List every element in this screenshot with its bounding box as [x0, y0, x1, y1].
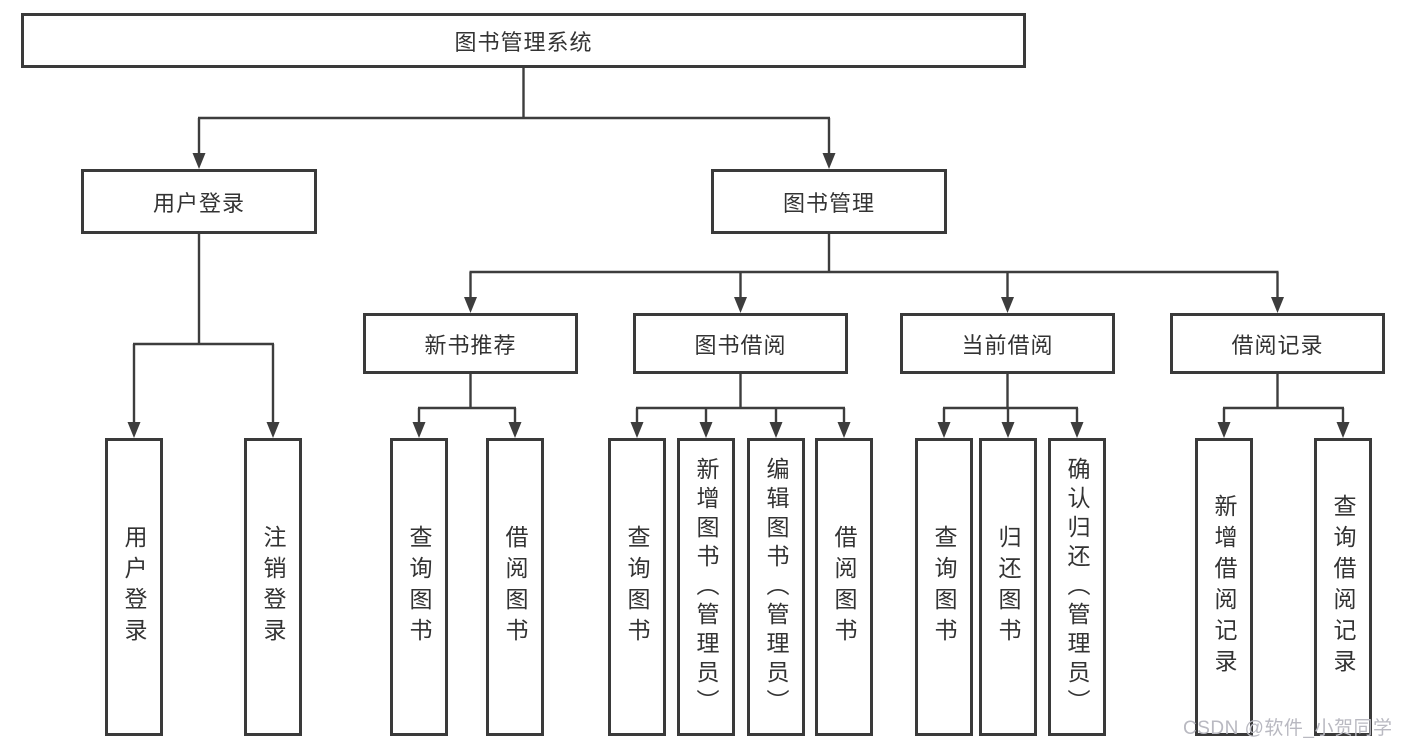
node-library-management-system: 图书管理系统: [21, 13, 1026, 68]
leaf-query-books-1: 查询图书: [390, 438, 448, 736]
leaf-return-books: 归还图书: [979, 438, 1037, 736]
leaf-query-borrow-record: 查询借阅记录: [1314, 438, 1372, 736]
leaf-logout: 注销登录: [244, 438, 302, 736]
node-current-borrowing: 当前借阅: [900, 313, 1115, 374]
node-book-management: 图书管理: [711, 169, 947, 234]
leaf-edit-book-admin: 编辑图书（管理员）: [747, 438, 805, 736]
leaf-confirm-return-admin: 确认归还（管理员）: [1048, 438, 1106, 736]
leaf-borrow-books-2: 借阅图书: [815, 438, 873, 736]
watermark: CSDN @软件_小贺同学: [1183, 718, 1393, 739]
node-user-login: 用户登录: [81, 169, 317, 234]
leaf-borrow-books-1: 借阅图书: [486, 438, 544, 736]
leaf-add-borrow-record: 新增借阅记录: [1195, 438, 1253, 736]
leaf-query-books-2: 查询图书: [608, 438, 666, 736]
node-new-book-recommendation: 新书推荐: [363, 313, 578, 374]
leaf-query-books-3: 查询图书: [915, 438, 973, 736]
leaf-add-book-admin: 新增图书（管理员）: [677, 438, 735, 736]
node-borrowing-records: 借阅记录: [1170, 313, 1385, 374]
node-book-borrowing: 图书借阅: [633, 313, 848, 374]
leaf-user-login: 用户登录: [105, 438, 163, 736]
